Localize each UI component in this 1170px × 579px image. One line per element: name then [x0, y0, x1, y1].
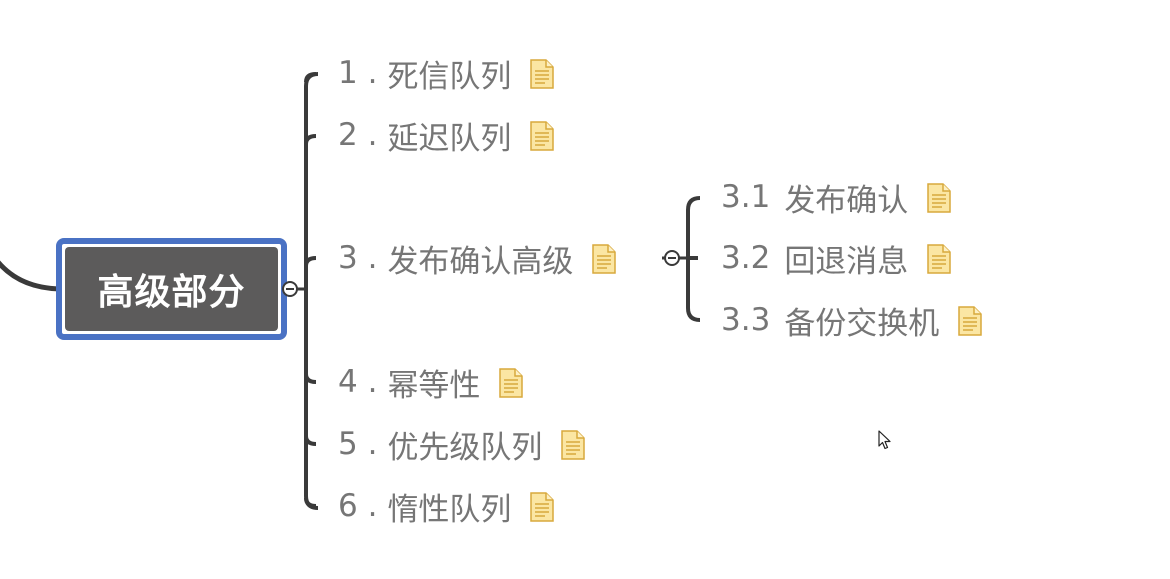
topic-number: 1 .	[338, 55, 378, 91]
note-icon[interactable]	[529, 58, 555, 90]
root-topic-label: 高级部分	[65, 247, 278, 331]
parent-connector	[0, 260, 63, 292]
root-topic-node[interactable]: 高级部分	[56, 238, 287, 340]
topic-number: 5 .	[338, 426, 378, 462]
topic-number: 6 .	[338, 488, 378, 524]
branch-tick-2	[304, 134, 317, 145]
topic-label: 优先级队列	[387, 429, 543, 466]
subtopic-number: 3.2	[721, 240, 771, 276]
topic-number: 2 .	[338, 117, 378, 153]
topic-number: 4 .	[338, 364, 378, 400]
subtopic-number: 3.3	[721, 302, 771, 338]
topic-node-1[interactable]: 1 . 死信队列	[338, 53, 555, 95]
branch-tick-1	[304, 72, 317, 83]
topic-label: 延迟队列	[387, 120, 512, 157]
branch-tick-4	[304, 373, 317, 384]
note-icon[interactable]	[591, 243, 617, 275]
branch-tick-5	[304, 435, 317, 446]
subtopic-node-3-1[interactable]: 3.1 发布确认	[721, 177, 952, 219]
subtopic-number: 3.1	[721, 179, 771, 215]
subtopic-node-3-3[interactable]: 3.3 备份交换机	[721, 300, 983, 342]
branch-tick-3	[304, 256, 317, 267]
subtopic-node-3-2[interactable]: 3.2 回退消息	[721, 238, 952, 280]
note-icon[interactable]	[529, 120, 555, 152]
collapse-toggle-icon[interactable]	[282, 281, 298, 297]
branch-tick-6	[304, 497, 317, 508]
topic-node-5[interactable]: 5 . 优先级队列	[338, 424, 586, 466]
note-icon[interactable]	[529, 491, 555, 523]
topic-label: 幂等性	[387, 367, 481, 404]
note-icon[interactable]	[926, 243, 952, 275]
note-icon[interactable]	[957, 305, 983, 337]
note-icon[interactable]	[560, 429, 586, 461]
topic-label: 死信队列	[387, 58, 512, 95]
topic-label: 惰性队列	[387, 491, 512, 528]
mouse-cursor-icon	[878, 430, 891, 450]
collapse-toggle-icon[interactable]	[664, 250, 680, 266]
note-icon[interactable]	[498, 367, 524, 399]
topic-number: 3 .	[338, 240, 378, 276]
subtopic-label: 回退消息	[784, 243, 909, 280]
topic-label: 发布确认高级	[387, 243, 574, 280]
topic-node-6[interactable]: 6 . 惰性队列	[338, 486, 555, 528]
note-icon[interactable]	[926, 182, 952, 214]
topic-node-3[interactable]: 3 . 发布确认高级	[338, 238, 617, 280]
subtopic-label: 备份交换机	[784, 305, 940, 342]
topic-node-4[interactable]: 4 . 幂等性	[338, 362, 524, 404]
topic-node-2[interactable]: 2 . 延迟队列	[338, 115, 555, 157]
subtopic-label: 发布确认	[784, 182, 909, 219]
